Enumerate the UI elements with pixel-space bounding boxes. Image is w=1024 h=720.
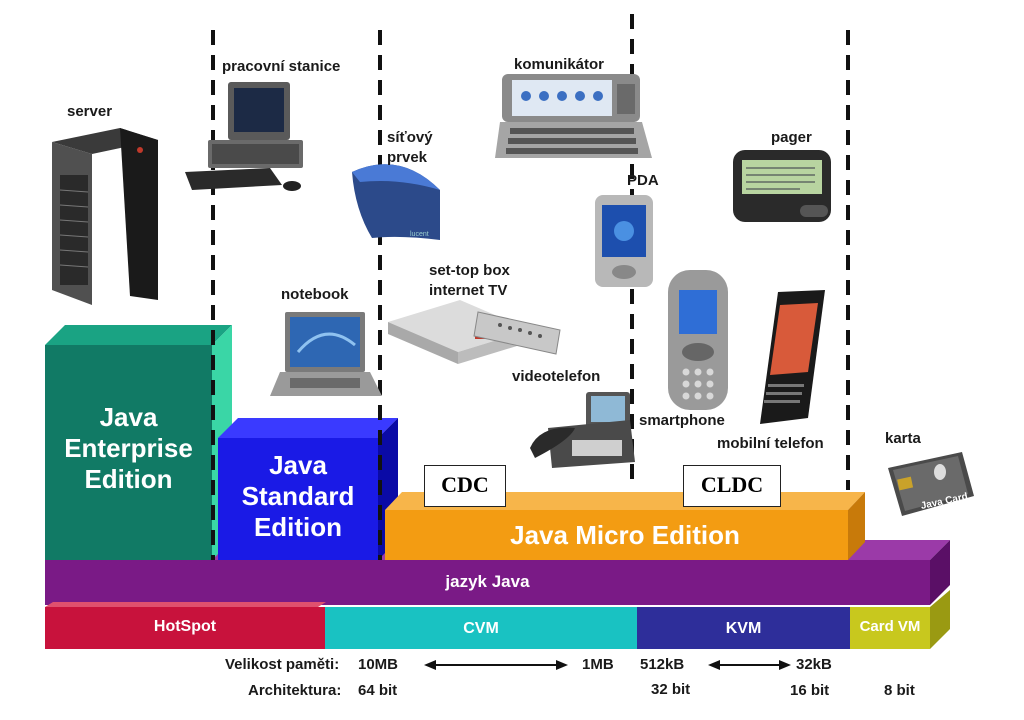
standard-edition-label: Java Standard Edition [241,450,355,543]
cldc-box: CLDC [683,465,781,507]
cvm-label: CVM [463,620,499,637]
cardvm-label: Card VM [859,618,921,635]
network-element-label-2: prvek [387,149,428,166]
memory-value-10mb: 10MB [358,656,399,673]
micro-edition-label: Java Micro Edition [510,520,740,550]
architecture-value-8bit: 8 bit [884,682,915,699]
pda-label: PDA [627,172,659,189]
architecture-value-64bit: 64 bit [358,682,398,699]
server-icon [52,128,158,305]
memory-label: Velikost paměti: [225,656,340,673]
videophone-icon [530,392,635,468]
settop-label-2: internet TV [429,282,508,299]
workstation-label: pracovní stanice [222,58,341,75]
pager-icon [733,150,831,222]
hotspot-bar [45,607,325,649]
communicator-icon [495,74,652,158]
memory-value-32kb: 32kB [796,656,832,673]
mobile-phone-label: mobilní telefon [717,435,824,452]
language-bar-label: jazyk Java [445,572,530,591]
mobile-phone-icon [760,290,825,424]
memory-value-512kb: 512kB [640,656,685,673]
cvm-bar [325,607,637,649]
network-element-label-1: síťový [387,129,433,146]
settop-box-icon [388,300,561,364]
runtime-bars [45,590,950,649]
architecture-value-32bit: 32 bit [651,681,691,698]
architecture-label: Architektura: [248,682,342,699]
pda-icon [595,195,653,287]
settop-label-1: set-top box [429,262,510,279]
network-element-icon: lucent [352,164,440,240]
cardvm-bar [850,607,930,649]
memory-arrow-right [708,660,791,670]
cdc-box: CDC [424,465,506,507]
workstation-icon [185,82,303,191]
java-card-icon: Java Card [888,452,974,516]
architecture-value-16bit: 16 bit [790,682,830,699]
pager-label: pager [771,129,812,146]
server-label: server [67,103,113,120]
videophone-label: videotelefon [512,368,601,385]
card-label: karta [885,430,921,447]
notebook-label: notebook [281,286,349,303]
notebook-icon [270,312,382,396]
smartphone-label: smartphone [639,412,725,429]
kvm-bar [637,607,850,649]
communicator-label: komunikátor [514,56,605,73]
smartphone-icon [668,270,728,410]
memory-value-1mb: 1MB [582,656,614,673]
kvm-label: KVM [725,620,762,637]
svg-text:lucent: lucent [410,231,429,238]
enterprise-edition-label: Java Enterprise Edition [64,402,193,495]
hotspot-label: HotSpot [153,618,217,635]
memory-arrow-left [424,660,568,670]
